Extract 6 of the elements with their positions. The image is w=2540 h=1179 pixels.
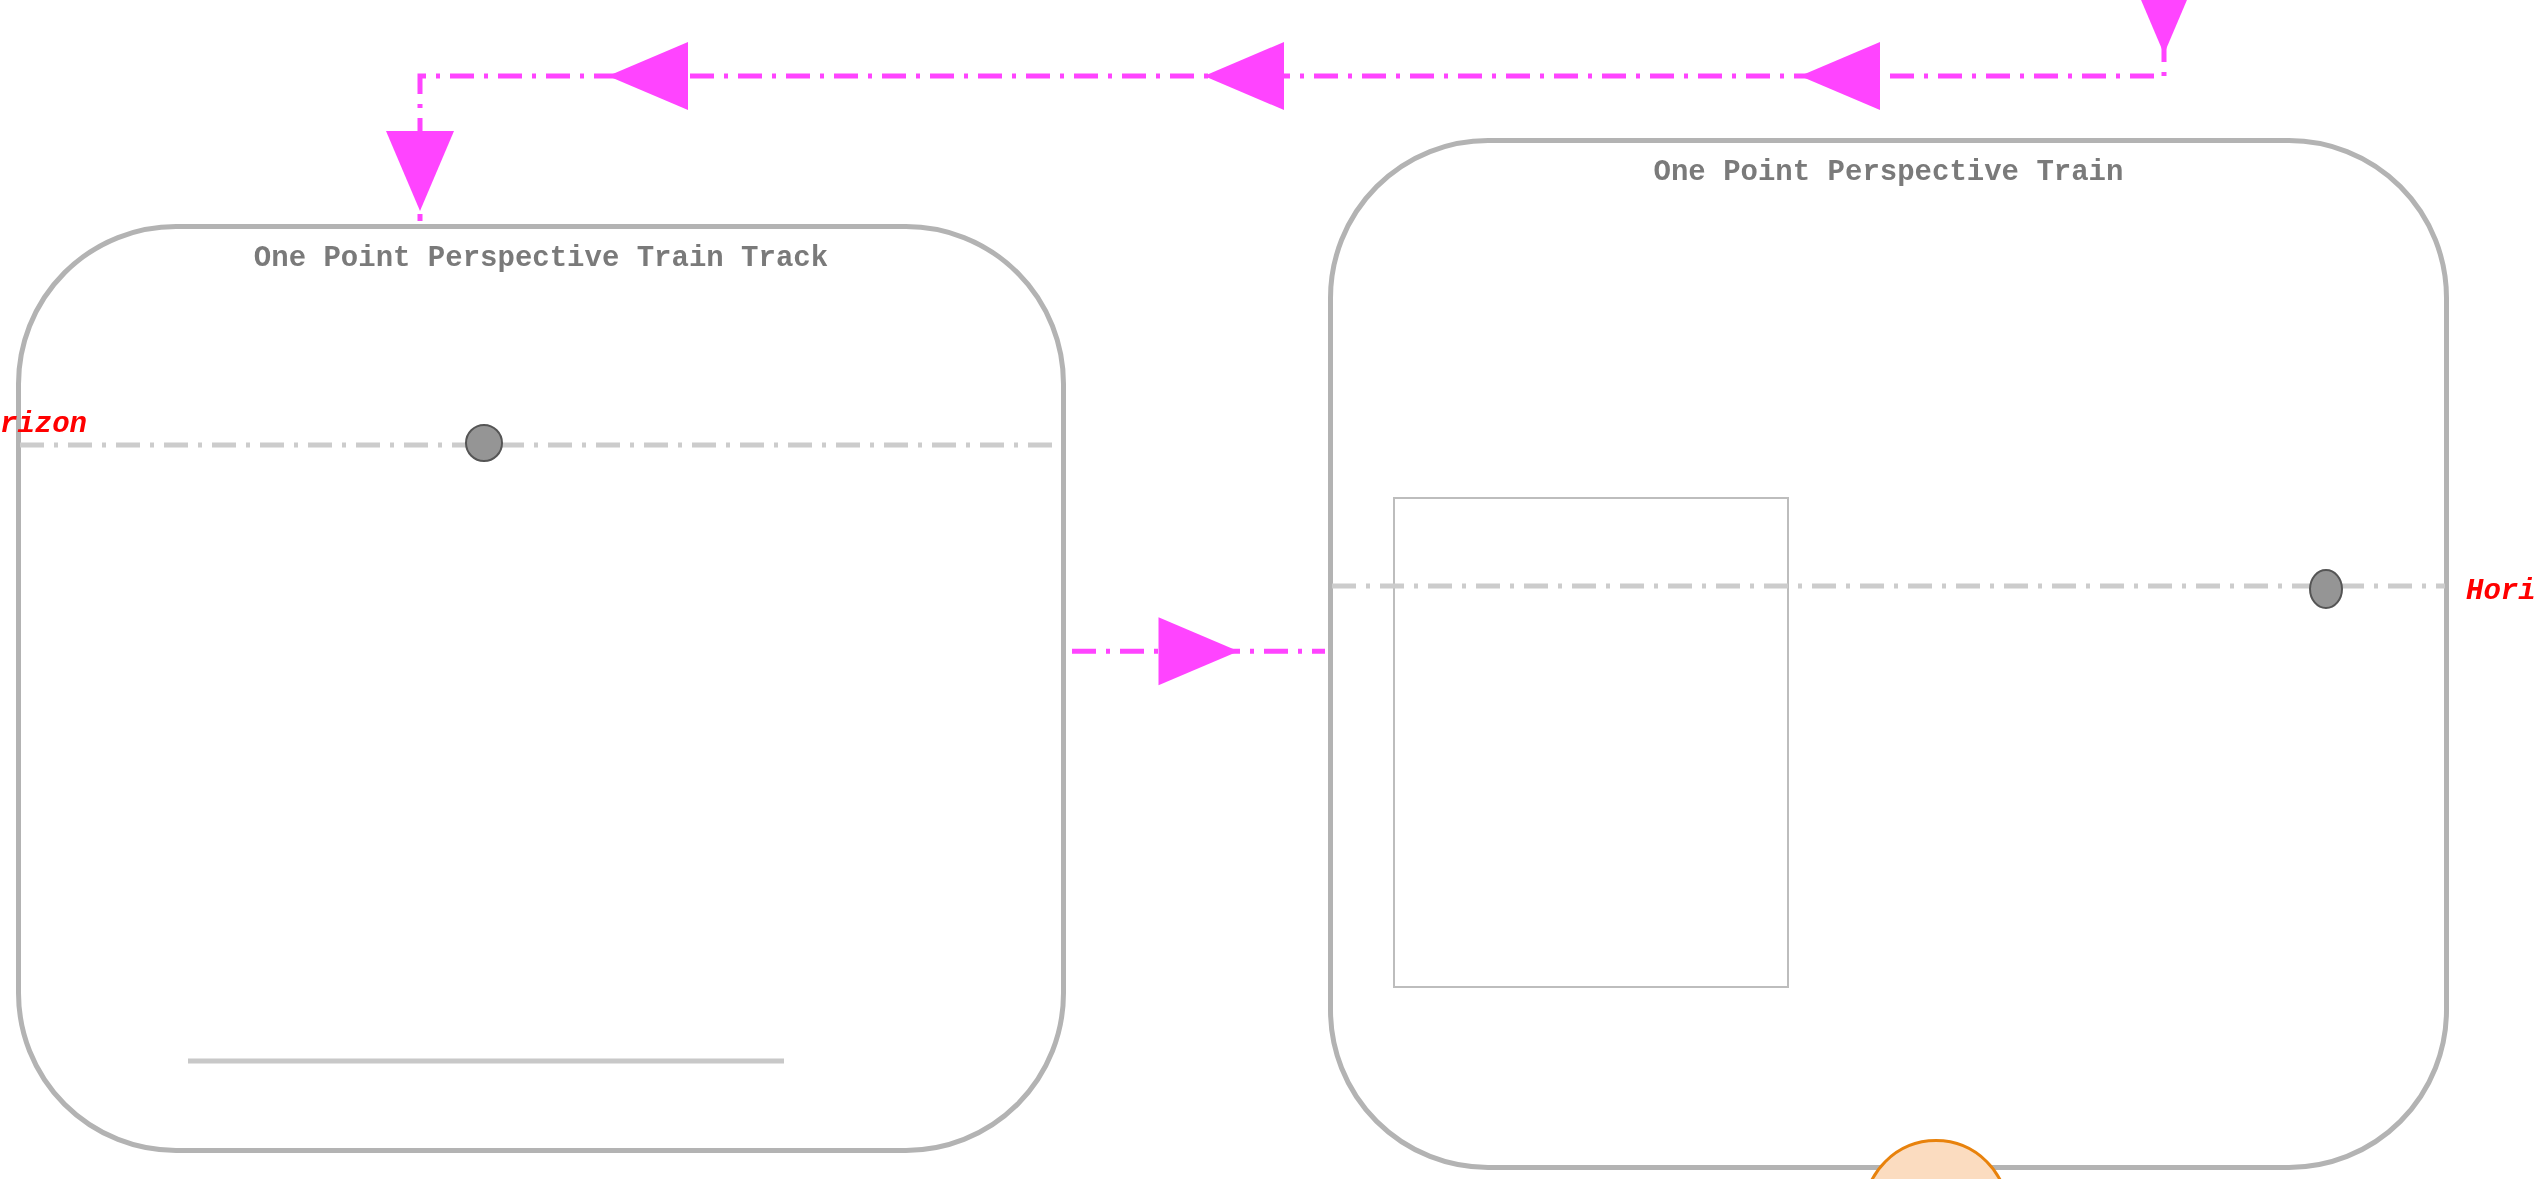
state-title: One Point Perspective Train [1652, 155, 2125, 191]
state-box [1328, 138, 2449, 1170]
empty-box [1393, 497, 1789, 988]
state-title: One Point Perspective Train Track [252, 241, 830, 277]
horizon-label: Hori [2466, 574, 2536, 610]
horizon-label: rizon [0, 407, 87, 443]
